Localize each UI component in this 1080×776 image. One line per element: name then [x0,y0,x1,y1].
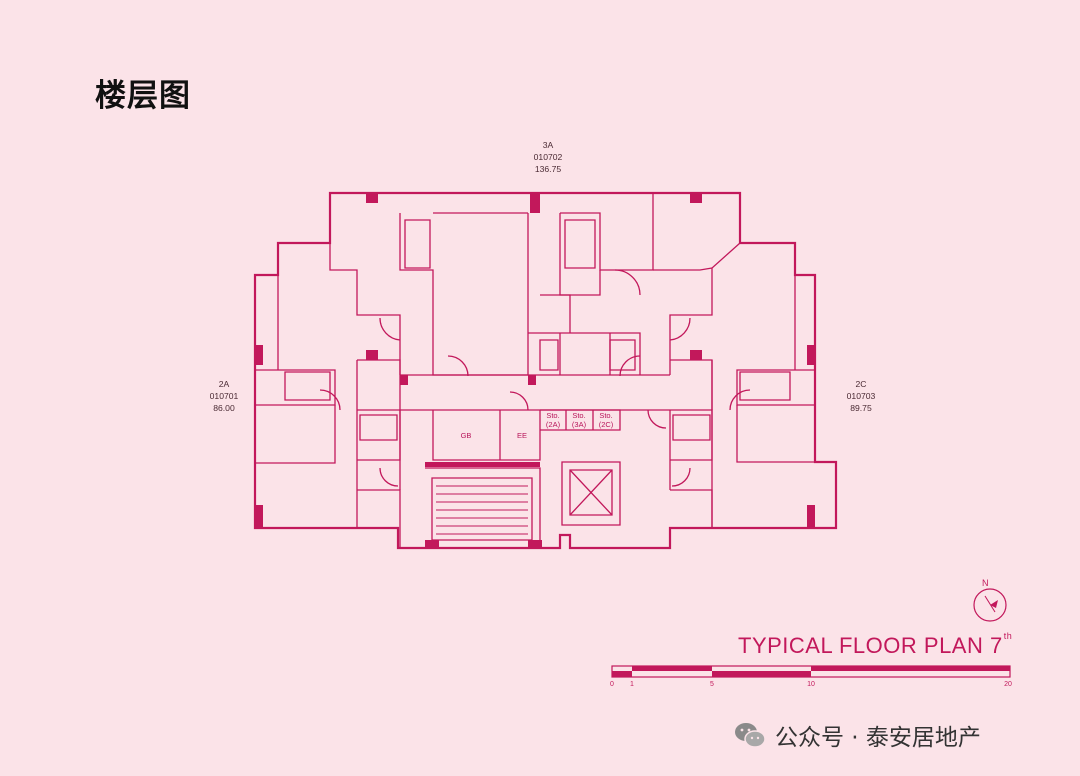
room-label-gb: GB [461,431,472,440]
room-label-store-2a-unit: (2A) [546,420,561,429]
unit-area: 86.00 [213,403,235,413]
interior-walls [255,193,815,548]
scale-tick: 20 [1004,681,1012,688]
unit-area: 136.75 [535,164,562,174]
room-label-store-3a-unit: (3A) [572,420,587,429]
north-label: N [982,578,989,588]
unit-code: 010703 [847,391,876,401]
unit-area: 89.75 [850,403,872,413]
unit-label-3a: 3A 010702 136.75 [534,140,563,174]
scale-tick: 1 [630,681,634,688]
footer-watermark: 公众号 · 泰安居地产 [733,718,981,752]
unit-code: 010701 [210,391,239,401]
room-label-ee: EE [517,431,527,440]
scale-tick: 0 [610,681,614,688]
stair-treads [436,485,528,535]
unit-type: 2C [856,379,867,389]
room-label-store-3a: Sto. [572,411,585,420]
unit-type: 3A [543,140,554,150]
plan-title: TYPICAL FLOOR PLAN 7th [738,630,1013,659]
plan-outline [253,191,838,550]
scale-tick: 5 [710,681,714,688]
room-label-store-2a: Sto. [546,411,559,420]
north-arrow: N [973,578,1007,622]
wechat-icon [735,723,766,748]
room-label-store-2c: Sto. [599,411,612,420]
scale-bar: 0 1 5 10 20 [610,665,1012,688]
unit-label-2c: 2C 010703 89.75 [847,379,876,413]
plan-title-text: TYPICAL FLOOR PLAN 7 [738,633,1003,658]
room-label-store-2c-unit: (2C) [599,420,614,429]
unit-label-2a: 2A 010701 86.00 [210,379,239,413]
unit-type: 2A [219,379,230,389]
footer-text: 公众号 · 泰安居地产 [775,725,981,751]
scale-tick: 10 [807,681,815,688]
page-title: 楼层图 [95,78,191,114]
structural-columns [255,193,815,548]
unit-code: 010702 [534,152,563,162]
plan-title-suffix: th [1003,630,1013,641]
